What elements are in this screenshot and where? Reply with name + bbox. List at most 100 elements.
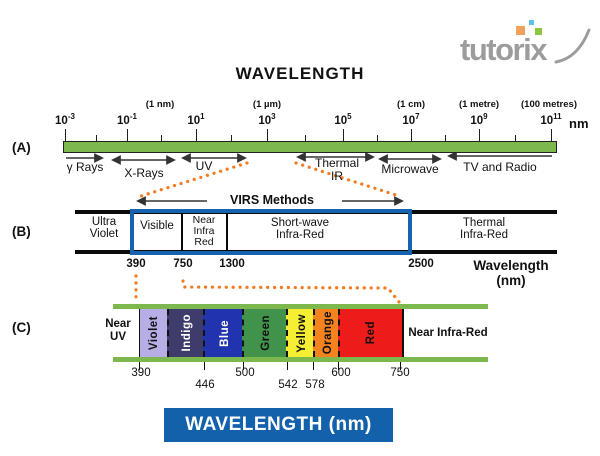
power-base: 10 — [334, 114, 348, 127]
scale-unit-marker: (1 µm) — [252, 99, 282, 110]
scale-power-label: 1011 — [540, 112, 561, 127]
logo-square — [535, 28, 542, 35]
region-label-line: X-Rays — [124, 166, 164, 180]
band-c-tick — [242, 362, 244, 370]
major-tick — [195, 129, 197, 141]
near-uv-line2: UV — [110, 331, 126, 343]
major-tick — [550, 129, 552, 141]
spectrum-region-label: TV and Radio — [463, 161, 536, 174]
color-band-label: Green — [260, 315, 272, 351]
color-band-label: Orange — [321, 311, 334, 355]
scale-power-label: 109 — [470, 112, 487, 127]
segment-label-line: Near — [192, 214, 216, 226]
band-c-wavelength-value: 578 — [305, 379, 325, 391]
minor-tick — [444, 135, 446, 141]
segment-label-line: Short-wave — [270, 217, 330, 229]
minor-tick — [160, 135, 162, 141]
region-label-line: UV — [195, 159, 213, 173]
band-b-segment-label: Visible — [140, 220, 174, 233]
power-exponent: 5 — [347, 112, 352, 121]
power-exponent: 11 — [553, 112, 562, 121]
band-c-wavelength-value: 500 — [235, 367, 255, 379]
near-uv-line1: Near — [105, 318, 131, 330]
virs-methods-label: VIRS Methods — [229, 193, 315, 207]
band-b-wavelength-value: 750 — [173, 258, 193, 270]
major-tick — [126, 129, 128, 141]
color-band-label: Yellow — [295, 313, 308, 353]
section-b-label: (B) — [12, 224, 31, 239]
major-tick — [478, 129, 480, 141]
scale-unit-marker: (100 metres) — [521, 99, 577, 110]
section-c-label: (C) — [12, 320, 31, 335]
tutorix-logo: tutorix — [460, 18, 592, 67]
spectrum-region-label: X-Rays — [124, 167, 163, 180]
scale-power-label: 10-3 — [55, 112, 75, 127]
segment-divider — [181, 214, 183, 250]
band-c-wavelength-value: 542 — [278, 379, 298, 391]
power-base: 10 — [470, 114, 484, 127]
virs-highlight-frame — [130, 209, 412, 255]
spectrum-bar — [63, 141, 557, 153]
power-exponent: 1 — [200, 112, 205, 121]
scale-power-label: 101 — [187, 112, 204, 127]
color-band-label: Blue — [218, 319, 231, 347]
region-label-line: Microwave — [381, 162, 439, 176]
page-title: WAVELENGTH — [235, 64, 365, 83]
band-c-wavelength-value: 446 — [195, 379, 215, 391]
power-base: 10 — [117, 114, 130, 127]
color-band-green: Green — [242, 309, 288, 357]
near-infrared-label: Near Infra-Red — [408, 327, 488, 339]
wavelength-axis-label: Wavelength (nm) — [473, 258, 549, 288]
wavelength-banner-text: WAVELENGTH (nm) — [185, 414, 372, 435]
spectrum-region-label: γ Rays — [67, 161, 104, 174]
color-band-red: Red — [338, 309, 404, 357]
scale-unit-marker: (1 cm) — [397, 99, 425, 110]
power-base: 10 — [540, 114, 554, 127]
segment-label-line: Violet — [89, 227, 119, 240]
band-c-tick — [286, 362, 288, 370]
segment-label-line: Red — [194, 236, 214, 248]
power-base: 10 — [187, 114, 201, 127]
major-tick — [266, 129, 268, 141]
color-band-violet: Violet — [139, 309, 168, 357]
wavelength-banner: WAVELENGTH (nm) — [164, 408, 393, 442]
band-b-wavelength-value: 2500 — [408, 258, 434, 270]
section-a-label: (A) — [12, 140, 31, 155]
major-tick — [64, 129, 66, 141]
scale-power-label: 10-1 — [117, 112, 137, 127]
power-base: 10 — [402, 114, 416, 127]
band-b-wavelength-value: 390 — [126, 258, 146, 270]
band-c-tick — [203, 362, 205, 370]
region-label-line: Thermal — [314, 156, 360, 170]
scale-unit-marker: (1 nm) — [145, 99, 175, 110]
minor-tick — [230, 135, 232, 141]
region-label-line: γ Rays — [66, 160, 104, 174]
power-exponent: 9 — [483, 112, 488, 121]
band-c-wavelength-value: 750 — [390, 367, 410, 379]
band-c-bottom-line — [113, 357, 488, 362]
band-c-top-line — [113, 304, 488, 309]
segment-label-line: Ultra — [91, 216, 117, 228]
segment-label-line: Infra — [193, 225, 215, 237]
band-c-tick — [337, 362, 339, 370]
major-tick — [410, 129, 412, 141]
color-band-orange: Orange — [313, 309, 340, 357]
color-band-indigo: Indigo — [167, 309, 205, 357]
minor-tick — [514, 135, 516, 141]
band-c-tick — [399, 362, 401, 370]
spectrum-region-label: UV — [196, 160, 213, 173]
segment-label-line: Thermal — [462, 217, 506, 229]
dotted-connector-750-to-visible — [181, 279, 401, 304]
power-base: 10 — [258, 114, 272, 127]
color-band-blue: Blue — [203, 309, 244, 357]
segment-label-line: Infra-Red — [460, 228, 508, 241]
scale-power-label: 107 — [402, 112, 419, 127]
power-exponent: -1 — [129, 112, 137, 121]
color-band-yellow: Yellow — [286, 309, 315, 357]
logo-swoosh-icon — [554, 28, 591, 64]
scale-power-label: 103 — [258, 112, 275, 127]
color-band-label: Violet — [148, 315, 160, 351]
band-c-tick — [138, 362, 140, 370]
